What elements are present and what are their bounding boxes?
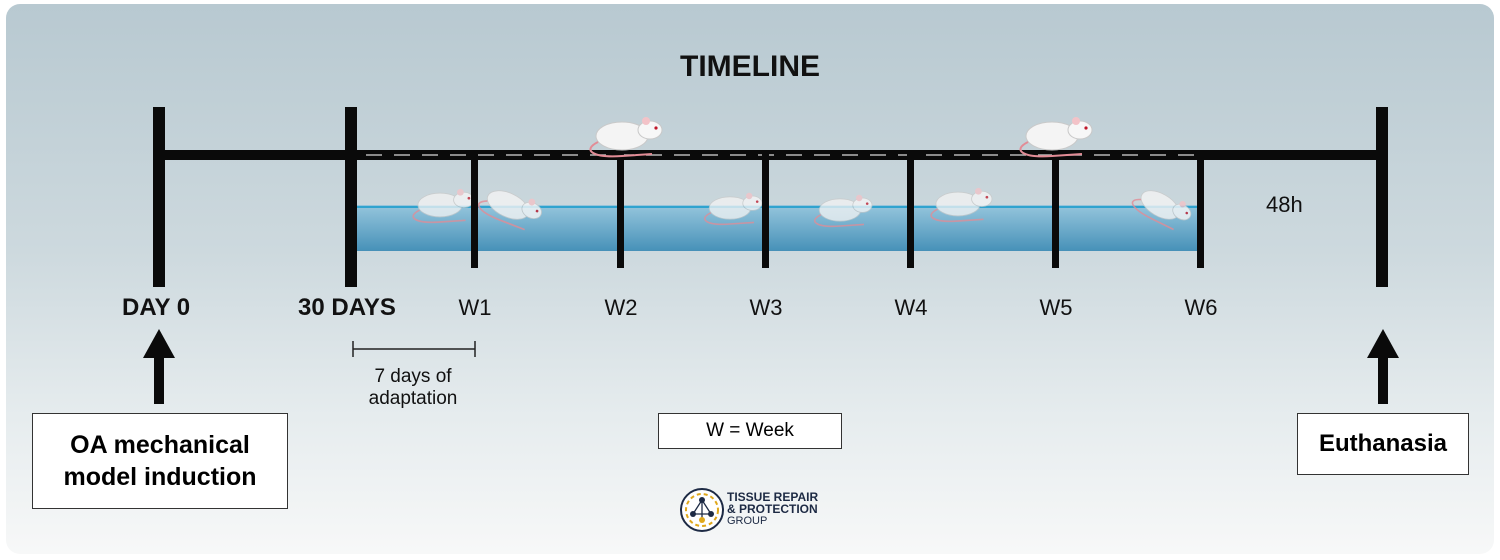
- legend-label: W = Week: [706, 420, 794, 442]
- week-marker: [471, 150, 478, 268]
- week-label-w5: W5: [1026, 295, 1086, 321]
- legend-box: W = Week: [658, 413, 842, 449]
- day0-label: DAY 0: [122, 294, 190, 322]
- arrow-up-icon: [143, 329, 175, 404]
- adaptation-bracket: [353, 341, 475, 357]
- arrow-up-icon: [1367, 329, 1399, 404]
- end-marker: [1376, 107, 1388, 287]
- logo-line3: GROUP: [727, 515, 818, 527]
- week-label-w4: W4: [881, 295, 941, 321]
- week-marker: [1052, 150, 1059, 268]
- diagram-title: TIMELINE: [0, 50, 1500, 84]
- group-logo: TISSUE REPAIR & PROTECTION GROUP: [680, 486, 840, 534]
- adaptation-label: 7 days of adaptation: [350, 366, 476, 410]
- start-box: OA mechanical model induction: [32, 413, 288, 509]
- swimming-pool-band: [356, 205, 1198, 251]
- day0-marker: [153, 107, 165, 287]
- final-interval-label: 48h: [1266, 192, 1303, 218]
- end-box-label: Euthanasia: [1319, 430, 1447, 458]
- week-marker: [762, 150, 769, 268]
- week-marker: [907, 150, 914, 268]
- end-box: Euthanasia: [1297, 413, 1469, 475]
- day30-marker: [345, 107, 357, 287]
- week-marker: [1197, 150, 1204, 268]
- week-marker: [617, 150, 624, 268]
- logo-text: TISSUE REPAIR & PROTECTION GROUP: [727, 491, 818, 527]
- logo-line2: & PROTECTION: [727, 503, 818, 515]
- day30-label: 30 DAYS: [298, 294, 396, 322]
- week-label-w3: W3: [736, 295, 796, 321]
- week-label-w6: W6: [1171, 295, 1231, 321]
- week-label-w2: W2: [591, 295, 651, 321]
- week-label-w1: W1: [445, 295, 505, 321]
- start-box-label: OA mechanical model induction: [33, 429, 287, 493]
